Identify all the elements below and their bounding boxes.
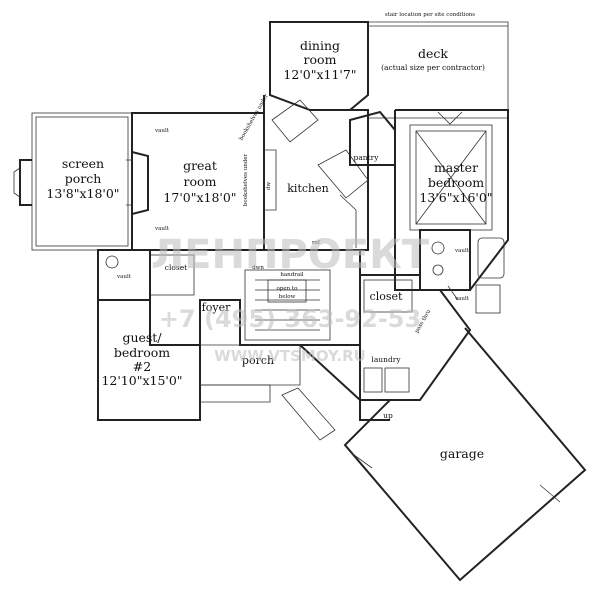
vault-label-great-bottom: vault (154, 226, 170, 232)
watermark-brand: ЛЕНПРОЕКТ (151, 232, 430, 278)
master-size: 13'6"x16'0" (419, 190, 492, 205)
deck-note: (actual size per contractor) (381, 63, 485, 72)
dining-room-size: 12'0"x11'7" (283, 67, 356, 82)
watermark-site: WWW.VTSMOY.RU (214, 347, 366, 365)
open-to-below-label-2: below (279, 294, 296, 300)
screen-porch-label-2: porch (65, 171, 102, 186)
vault-label-great-top: vault (154, 128, 170, 134)
walls (13, 21, 587, 582)
vault-label-bath-1: vault (454, 248, 470, 254)
dw-label: dw (266, 182, 272, 191)
kitchen-label: kitchen (287, 182, 328, 195)
closet-label-foyer: closet (165, 263, 187, 272)
pantry-label: pantry (354, 153, 380, 162)
ref-label: ref (312, 240, 321, 246)
watermark-phone: +7 (495) 363-92-53 (159, 305, 421, 333)
open-to-below-label-1: open to (277, 286, 299, 292)
great-room-size: 17'0"x18'0" (163, 190, 236, 205)
guest-label-3: #2 (133, 359, 151, 374)
screen-porch-size: 13'8"x18'0" (46, 186, 119, 201)
great-room-label-1: great (183, 158, 217, 173)
foyer-label: foyer (202, 301, 231, 314)
great-room-label-2: room (184, 174, 217, 189)
master-label-1: master (434, 160, 478, 175)
guest-label-2: bedroom (114, 345, 170, 360)
handrail-label: handrail (280, 272, 304, 278)
guest-size: 12'10"x15'0" (101, 373, 182, 388)
stair-note: stair location per site conditions (385, 12, 475, 18)
guest-label-1: guest/ (122, 330, 162, 345)
bookshelves-label-2: bookshelves under (238, 93, 270, 142)
dwn-label: dwn (252, 265, 264, 271)
screen-porch-label-1: screen (62, 156, 104, 171)
dining-room-label-1: dining (300, 38, 340, 53)
bookshelves-label-1: bookshelves under (243, 153, 249, 206)
vault-label-guest: vault (116, 274, 132, 280)
porch-label: porch (242, 354, 274, 367)
up-label: up (383, 411, 393, 420)
vault-label-bath-2: vault (454, 296, 470, 302)
dining-room-label-2: room (304, 52, 337, 67)
laundry-label: laundry (371, 355, 401, 364)
master-label-2: bedroom (428, 175, 484, 190)
deck-label: deck (418, 46, 448, 61)
garage-label: garage (440, 446, 484, 461)
closet-label-laundry: closet (370, 290, 403, 303)
